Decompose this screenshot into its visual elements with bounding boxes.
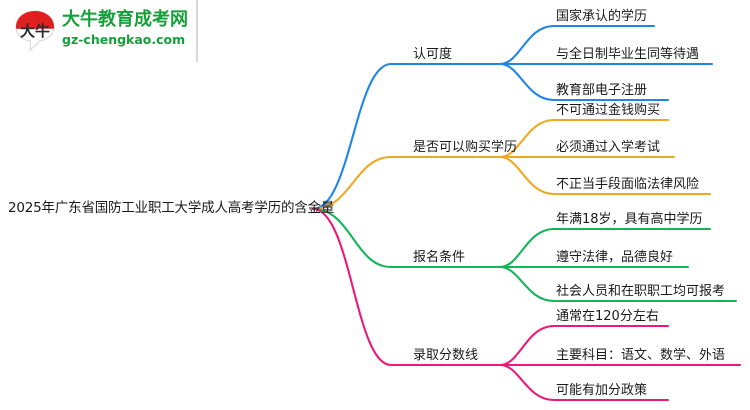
logo-domain: gz-chengkao.com: [62, 32, 186, 47]
mindmap-leaf-label[interactable]: 遵守法律，品德良好: [556, 250, 674, 265]
mindmap-leaf-label[interactable]: 通常在120分左右: [556, 309, 659, 324]
leaf-connector-0-2: [498, 62, 670, 102]
mindmap-branch-label[interactable]: 报名条件: [413, 250, 466, 265]
svg-text:大牛: 大牛: [20, 22, 50, 40]
mindmap-leaf-label[interactable]: 不可通过金钱购买: [556, 103, 661, 118]
mindmap-leaf-label[interactable]: 可能有加分政策: [556, 383, 648, 398]
mindmap-leaf-label[interactable]: 社会人员和在职职工均可报考: [556, 284, 726, 299]
mindmap-leaf-label[interactable]: 与全日制毕业生同等待遇: [556, 47, 700, 62]
mindmap-leaf-label[interactable]: 国家承认的学历: [556, 9, 648, 24]
leaf-connector-2-2: [498, 265, 738, 303]
logo-text-block: 大牛教育成考网 gz-chengkao.com: [62, 10, 194, 48]
site-logo[interactable]: 大牛 大牛教育成考网 gz-chengkao.com: [10, 6, 195, 58]
mindmap-branch-label[interactable]: 是否可以购买学历: [413, 140, 518, 155]
mindmap-leaf-label[interactable]: 教育部电子注册: [556, 83, 648, 98]
logo-divider: [196, 0, 198, 62]
mindmap-leaf-label[interactable]: 不正当手段面临法律风险: [556, 177, 700, 192]
mindmap-root-label: 2025年广东省国防工业职工大学成人高考学历的含金量: [8, 200, 335, 216]
leaf-connector-1-0: [498, 118, 670, 159]
branch-trunk-3: [311, 207, 502, 367]
mindmap-branch-label[interactable]: 录取分数线: [413, 348, 479, 363]
mindmap-branch-label[interactable]: 认可度: [413, 47, 453, 62]
leaf-connector-1-2: [498, 155, 712, 196]
branch-trunk-2: [311, 207, 502, 269]
branch-trunk-0: [311, 62, 502, 211]
mindmap-leaf-label[interactable]: 主要科目：语文、数学、外语: [556, 348, 726, 363]
daniu-bull-logo-icon: 大牛: [15, 10, 55, 52]
leaf-connector-2-0: [498, 227, 712, 269]
mindmap-leaf-label[interactable]: 必须通过入学考试: [556, 140, 661, 155]
mindmap-leaf-label[interactable]: 年满18岁，具有高中学历: [556, 212, 703, 227]
leaf-connector-0-0: [498, 24, 656, 66]
logo-title: 大牛教育成考网: [62, 9, 188, 30]
leaf-connector-3-0: [498, 324, 670, 367]
leaf-connector-3-2: [498, 363, 670, 402]
branch-trunk-1: [311, 155, 502, 211]
